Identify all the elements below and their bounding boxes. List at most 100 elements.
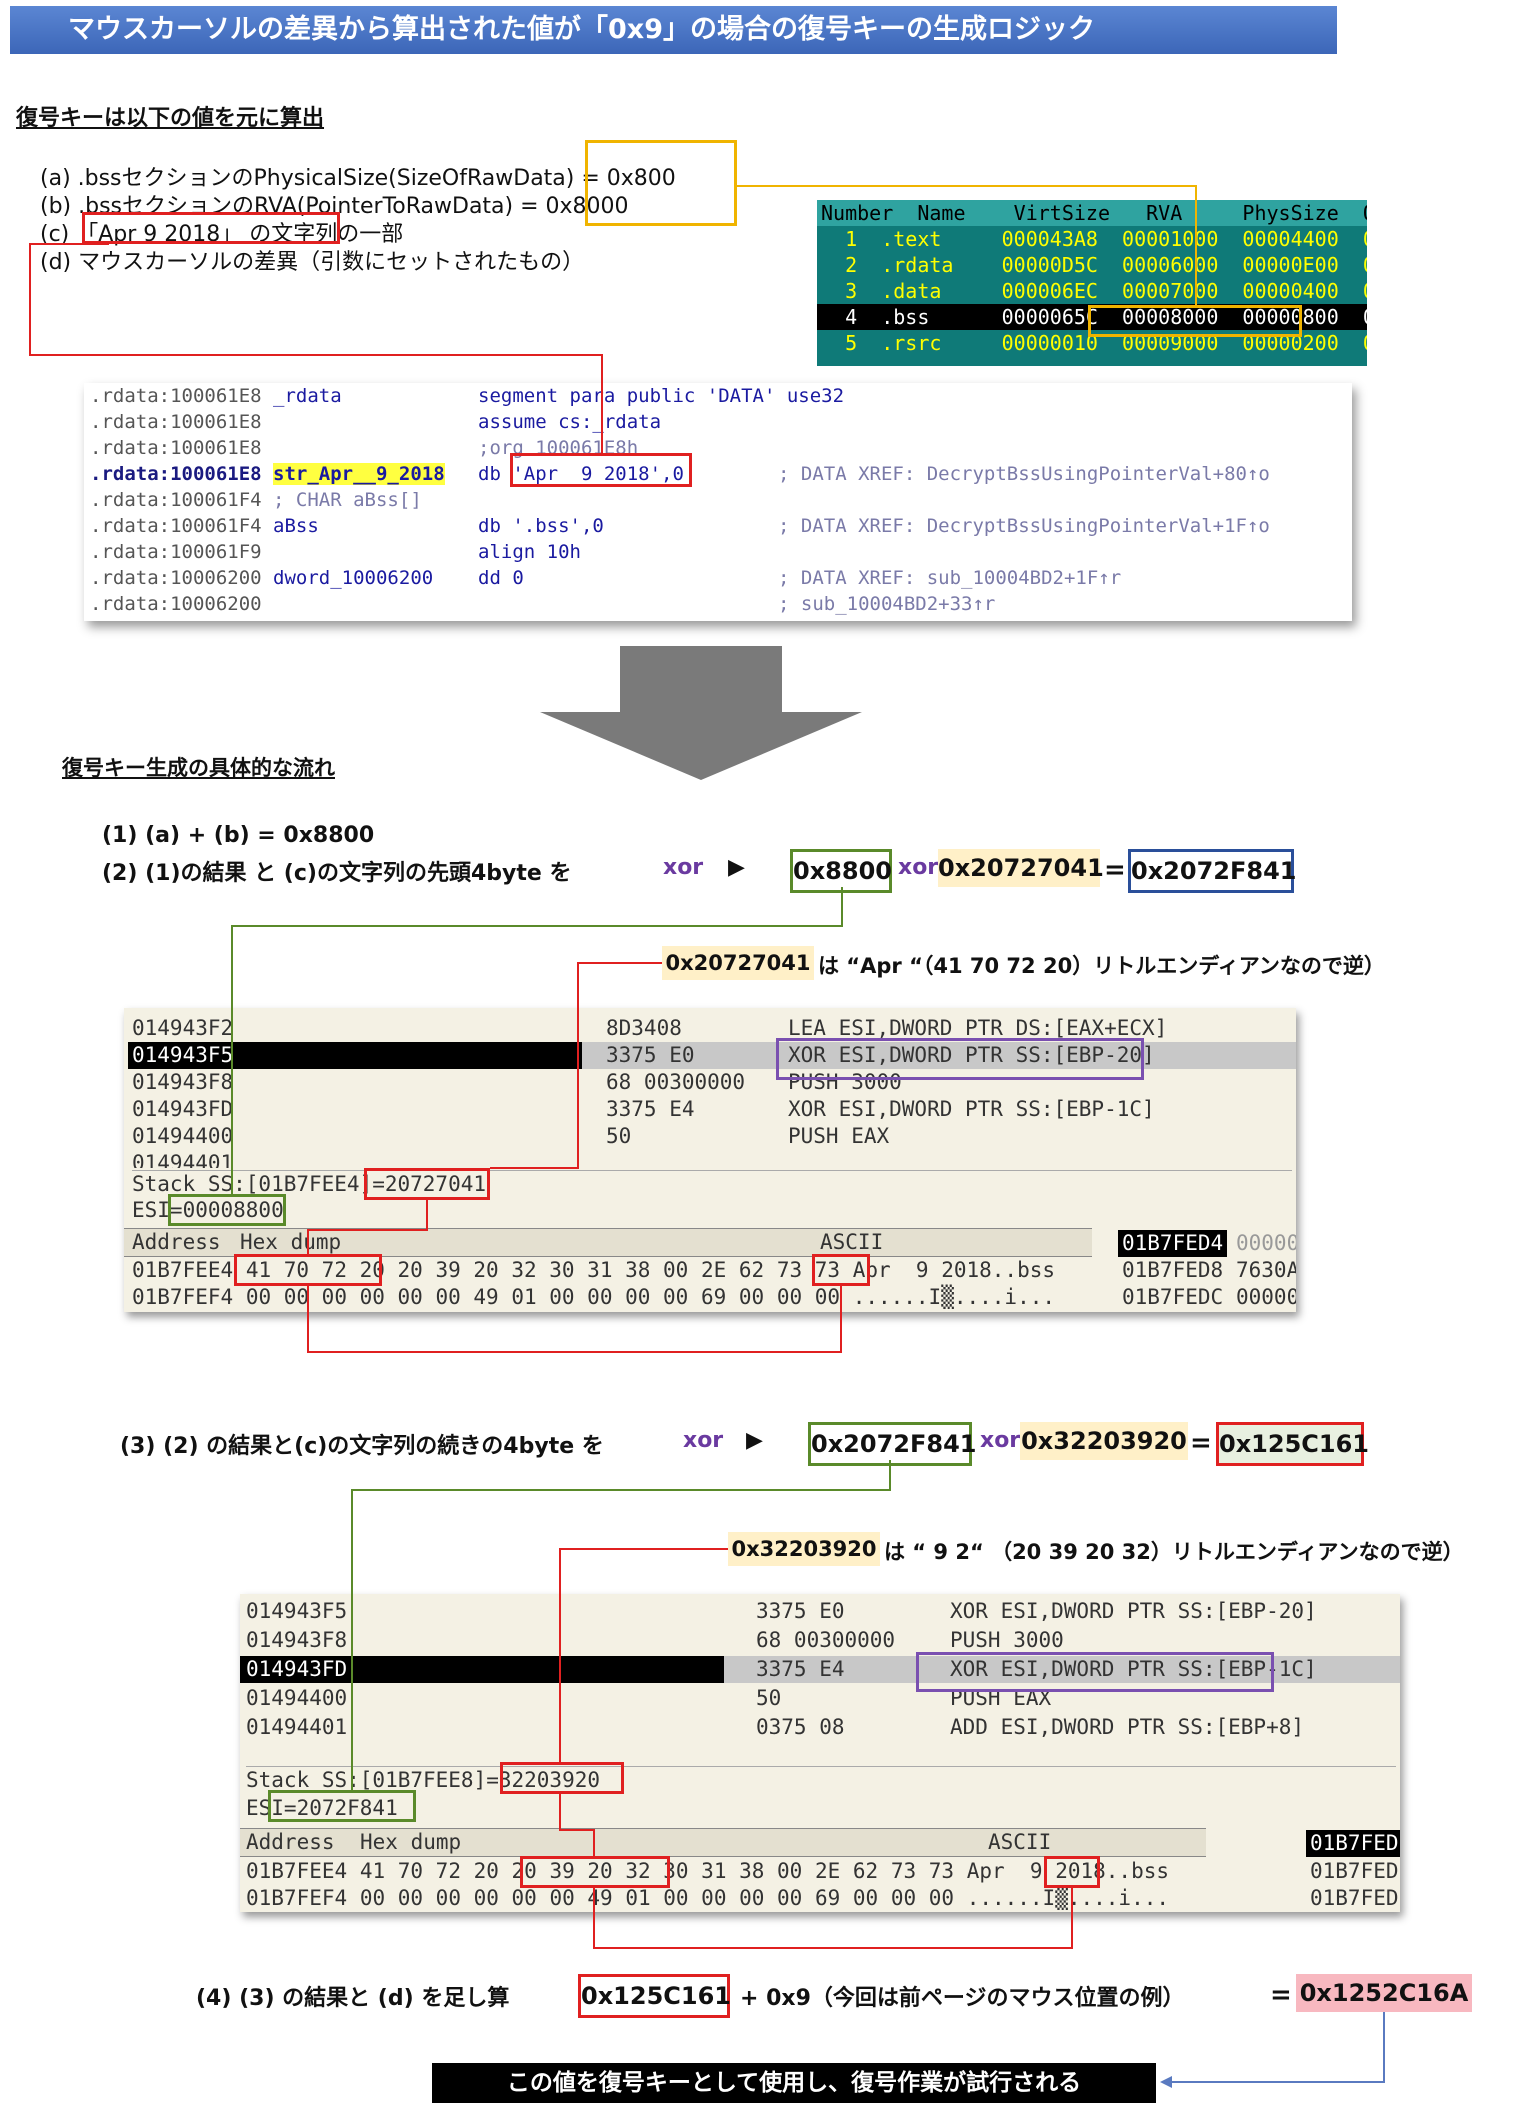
- note1-text: は “Apr “（41 70 72 20）リトルエンディアンなので逆）: [818, 954, 1385, 978]
- arrowhead-icon: [1160, 2076, 1172, 2088]
- dbg1-ins: PUSH 3000: [788, 1070, 902, 1094]
- dbg1-ins: XOR ESI,DWORD PTR SS:[EBP-1C]: [788, 1097, 1155, 1121]
- highlight-xor-ebp-1c: [916, 1652, 1274, 1692]
- dbg2-stack-addr: 01B7FED: [1310, 1859, 1399, 1883]
- debugger-pane-2: 014943F5 3375 E0 XOR ESI,DWORD PTR SS:[E…: [240, 1594, 1400, 1912]
- step3-result: 0x125C161: [1216, 1422, 1369, 1466]
- step4-add-text: + 0x9（今回は前ページのマウス位置の例）: [740, 1986, 1185, 2011]
- section1-heading: 復号キーは以下の値を元に算出: [16, 106, 325, 131]
- dbg1-addr: 01494401: [132, 1151, 234, 1168]
- step3-equals: =: [1190, 1428, 1212, 1458]
- highlight-xor-ebp-20: [776, 1038, 1144, 1080]
- dbg1-bytes: 68 00300000: [606, 1070, 746, 1094]
- dbg1-addr: 01494400: [132, 1124, 234, 1148]
- highlight-values-ab: [585, 140, 737, 226]
- step1-text: (1) (a) + (b) = 0x8800: [102, 823, 375, 848]
- dbg2-bytes: 0375 08: [756, 1715, 845, 1739]
- dbg1-addr: 014943F8: [132, 1070, 234, 1094]
- highlight-hex-41707220: [234, 1254, 382, 1286]
- dbg1-current-bytes: 3375 E0: [582, 1042, 1296, 1069]
- dbg1-current-addr: 014943F5: [128, 1042, 582, 1069]
- down-arrow-shaft: [620, 646, 782, 714]
- connector-red-ascii2: [593, 1888, 1073, 1949]
- note2-value: 0x32203920: [728, 1532, 880, 1566]
- step2-xor: xor: [663, 855, 704, 880]
- step2-equals: =: [1104, 855, 1126, 885]
- dbg2-dump-row: 01B7FEF4 00 00 00 00 00 00 49 01 00 00 0…: [246, 1886, 1169, 1910]
- highlight-hex-20392032: [520, 1856, 670, 1888]
- connector-red-note2: [559, 1548, 728, 1762]
- dbg2-ins: ADD ESI,DWORD PTR SS:[EBP+8]: [950, 1715, 1305, 1739]
- connector-red-note1: [490, 962, 662, 1169]
- step3-play-icon: ▶: [746, 1428, 763, 1453]
- dbg2-current-ins: XOR ESI,DWORD PTR SS:[EBP-1C]: [950, 1657, 1317, 1681]
- step3-xor-op: xor: [980, 1428, 1021, 1453]
- dbg1-stack-val: 00000: [1236, 1285, 1296, 1309]
- step3-text: (3) (2) の結果と(c)の文字列の続きの4byte を: [120, 1434, 604, 1459]
- dbg2-ins: XOR ESI,DWORD PTR SS:[EBP-20]: [950, 1599, 1317, 1623]
- step2-value-b: 0x20727041: [938, 849, 1104, 887]
- step4-value-a: 0x125C161: [578, 1974, 731, 2018]
- note2-text: は “ 9 2“ （20 39 20 32）リトルエンディアンなので逆）: [884, 1540, 1464, 1564]
- connector-green-step3: [351, 1460, 891, 1790]
- dbg2-bytes: 50: [756, 1686, 782, 1710]
- dbg2-ins: PUSH 3000: [950, 1628, 1064, 1652]
- dbg2-addr: 014943F8: [246, 1628, 348, 1652]
- step3-xor: xor: [683, 1428, 724, 1453]
- page-title: マウスカーソルの差異から算出された値が「0x9」の場合の復号キーの生成ロジック: [10, 6, 1337, 54]
- highlight-ascii-9-2: [1044, 1856, 1100, 1888]
- step4-text: (4) (3) の結果と (d) を足し算: [196, 1986, 510, 2011]
- connector-red-item-c: [29, 243, 603, 453]
- dbg2-current-bytes: 3375 E4: [724, 1656, 1400, 1683]
- dbg1-ins: LEA ESI,DWORD PTR DS:[EAX+ECX]: [788, 1016, 1168, 1040]
- dbg1-stack-addr: 01B7FEDC: [1122, 1285, 1224, 1309]
- dbg1-bytes: 8D3408: [606, 1016, 682, 1040]
- item-a: (a) .bssセクションのPhysicalSize(SizeOfRawData…: [40, 166, 676, 191]
- str-apr-label: str_Apr__9_2018: [273, 463, 445, 485]
- highlight-item-c: [82, 212, 340, 244]
- dbg1-stack-line: Stack SS:[01B7FEE4]=20727041: [132, 1170, 1292, 1198]
- dbg1-dump-row: 01B7FEF4 00 00 00 00 00 00 49 01 00 00 0…: [132, 1285, 1055, 1309]
- step2-xor-op: xor: [898, 855, 939, 880]
- pe-row: 1 .text 000043A8 00001000 00004400 00000: [821, 227, 1367, 251]
- pe-row: 2 .rdata 00000D5C 00006000 00000E00 0000: [821, 253, 1367, 277]
- highlight-apr-string: [510, 453, 692, 487]
- dbg2-addr: 01494400: [246, 1686, 348, 1710]
- dbg2-bytes: 68 00300000: [756, 1628, 896, 1652]
- dbg2-stack-line: Stack SS:[01B7FEE8]=32203920: [246, 1766, 1396, 1794]
- highlight-stack-32203920: [500, 1762, 624, 1794]
- pe-row: 3 .data 000006EC 00007000 00000400 0000: [821, 279, 1367, 303]
- dbg1-stack-val: 7630A: [1236, 1258, 1296, 1282]
- dbg2-current-addr: 014943FD: [240, 1656, 726, 1683]
- dbg1-bytes: 50: [606, 1124, 632, 1148]
- dbg1-addr: 014943F2: [132, 1016, 234, 1040]
- highlight-bss-rva-physsize: [1088, 305, 1302, 337]
- dbg1-esi-line: ESI=00008800: [132, 1198, 284, 1222]
- ida-line: .rdata:100061F4 ; CHAR aBss[]: [90, 489, 422, 511]
- highlight-ascii-apr: [812, 1254, 870, 1286]
- down-arrow-icon: [540, 712, 862, 780]
- step3-value-b: 0x32203920: [1020, 1422, 1188, 1460]
- dbg2-dump-row: 01B7FEE4 41 70 72 20 20 39 20 32 30 31 3…: [246, 1859, 1169, 1883]
- highlight-esi-2072f841: [268, 1790, 416, 1822]
- dbg2-esi-line: ESI=2072F841: [246, 1796, 398, 1820]
- dbg1-current-ins: XOR ESI,DWORD PTR SS:[EBP-20]: [788, 1043, 1155, 1067]
- dbg1-stack-val: 00000: [1236, 1231, 1296, 1255]
- connector-red-dump1: [307, 1200, 428, 1254]
- dbg1-addr: 014943FD: [132, 1097, 234, 1121]
- pe-section-table: Number Name VirtSize RVA PhysSize Offs 1…: [817, 200, 1367, 366]
- dbg2-addr: 01494401: [246, 1715, 348, 1739]
- connector-yellow: [737, 185, 1197, 305]
- final-note: この値を復号キーとして使用し、復号作業が試行される: [432, 2063, 1156, 2103]
- connector-red-dump2: [559, 1794, 595, 1856]
- step2-text: (2) (1)の結果 と (c)の文字列の先頭4byte を: [102, 861, 572, 886]
